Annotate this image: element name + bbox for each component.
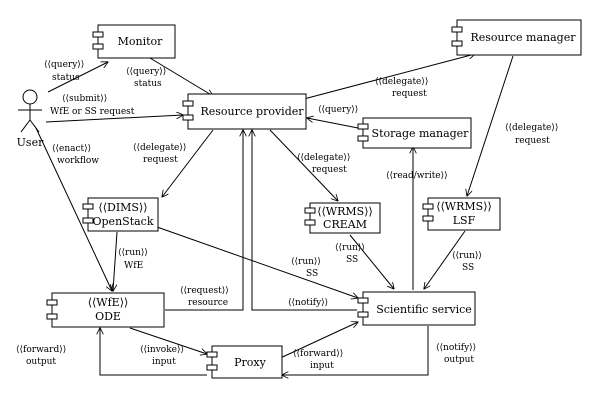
component-openstack: ⟨⟨DIMS⟩⟩ OpenStack — [82, 197, 159, 232]
edge-resource-provider-openstack — [162, 129, 214, 197]
label-openstack-ss-1: ⟨⟨run⟩⟩ — [291, 257, 321, 267]
component-storage-manager-label: Storage manager — [372, 127, 470, 140]
component-cream-stereotype: ⟨⟨WRMS⟩⟩ — [317, 205, 373, 218]
label-sm-rp-1: ⟨⟨query⟩⟩ — [318, 105, 358, 115]
label-user-rp-2: WfE or SS request — [50, 107, 135, 117]
component-monitor-label: Monitor — [118, 35, 164, 48]
label-rm-lsf-2: request — [515, 136, 550, 146]
label-lsf-ss-1: ⟨⟨run⟩⟩ — [452, 251, 482, 261]
edge-monitor-resource-provider — [149, 57, 213, 96]
label-rm-lsf-1: ⟨⟨delegate⟩⟩ — [505, 123, 558, 133]
label-ss-rp-1: ⟨⟨notify⟩⟩ — [288, 298, 328, 308]
edge-openstack-ode — [113, 231, 118, 291]
component-lsf: ⟨⟨WRMS⟩⟩ LSF — [422, 197, 501, 231]
component-resource-provider-label: Resource provider — [200, 105, 304, 118]
edge-scientific-service-proxy — [282, 326, 429, 375]
component-resource-provider: Resource provider — [182, 93, 307, 130]
component-proxy: Proxy — [206, 345, 283, 379]
component-openstack-stereotype: ⟨⟨DIMS⟩⟩ — [98, 201, 147, 214]
component-scientific-service-label: Scientific service — [376, 303, 472, 316]
edge-lsf-scientific-service — [424, 230, 466, 289]
component-ode: ⟨⟨WfE⟩⟩ ODE — [46, 292, 165, 328]
label-user-monitor-2: status — [52, 73, 80, 83]
edge-user-ode — [35, 127, 112, 291]
edge-proxy-scientific-service — [275, 322, 358, 361]
label-ode-proxy-2: input — [152, 357, 176, 367]
component-openstack-label: OpenStack — [93, 215, 154, 228]
component-resource-manager-label: Resource manager — [470, 31, 576, 44]
edge-resource-provider-resource-manager — [299, 54, 475, 101]
label-cream-ss-1: ⟨⟨run⟩⟩ — [335, 243, 365, 253]
label-rp-openstack-2: request — [143, 155, 178, 165]
component-storage-manager: Storage manager — [357, 117, 472, 149]
edge-openstack-scientific-service — [156, 226, 358, 298]
label-lsf-ss-2: SS — [462, 263, 474, 273]
component-monitor: Monitor — [92, 24, 176, 59]
edge-user-resource-provider — [45, 115, 183, 123]
label-ss-proxy-1: ⟨⟨notify⟩⟩ — [436, 343, 476, 353]
label-openstack-ss-2: SS — [306, 269, 318, 279]
component-ode-stereotype: ⟨⟨WfE⟩⟩ — [88, 296, 129, 309]
actor-user: User — [17, 89, 44, 149]
label-rp-cream-2: request — [312, 165, 347, 175]
edge-proxy-ode — [100, 328, 207, 376]
edge-resource-provider-cream — [269, 129, 338, 201]
label-monitor-rp-2: status — [134, 79, 162, 89]
component-proxy-label: Proxy — [234, 356, 266, 369]
label-rp-cream-1: ⟨⟨delegate⟩⟩ — [297, 153, 350, 163]
label-proxy-ss-2: input — [310, 361, 334, 371]
label-rp-rm-2: request — [392, 89, 427, 99]
edge-user-monitor — [47, 62, 108, 93]
label-user-monitor-1: ⟨⟨query⟩⟩ — [44, 60, 84, 70]
component-cream-label: CREAM — [323, 218, 367, 231]
label-cream-ss-2: SS — [346, 255, 358, 265]
label-ode-proxy-1: ⟨⟨invoke⟩⟩ — [140, 345, 184, 355]
edges — [35, 54, 514, 376]
component-scientific-service: Scientific service — [357, 291, 476, 326]
edge-storage-manager-resource-provider — [307, 118, 359, 129]
component-ode-label: ODE — [95, 310, 121, 323]
edge-ode-resource-provider — [165, 130, 243, 311]
edge-resource-manager-lsf — [467, 55, 514, 196]
component-lsf-label: LSF — [453, 214, 476, 227]
label-openstack-ode-1: ⟨⟨run⟩⟩ — [118, 248, 148, 258]
label-rp-rm-1: ⟨⟨delegate⟩⟩ — [375, 77, 428, 87]
label-user-ode-1: ⟨⟨enact⟩⟩ — [52, 144, 91, 154]
label-proxy-ode-1: ⟨⟨forward⟩⟩ — [16, 345, 66, 355]
label-rp-openstack-1: ⟨⟨delegate⟩⟩ — [133, 143, 186, 153]
edge-labels: ⟨⟨query⟩⟩ status ⟨⟨query⟩⟩ status ⟨⟨subm… — [16, 60, 558, 371]
label-ode-rp-1: ⟨⟨request⟩⟩ — [180, 286, 229, 296]
label-ss-sm-1: ⟨⟨read/write⟩⟩ — [386, 171, 448, 181]
edge-scientific-service-resource-provider — [252, 130, 357, 311]
actor-user-label: User — [17, 136, 44, 149]
edge-cream-scientific-service — [349, 234, 394, 289]
component-cream: ⟨⟨WRMS⟩⟩ CREAM — [304, 202, 381, 234]
label-proxy-ode-2: output — [26, 357, 56, 367]
label-user-rp-1: ⟨⟨submit⟩⟩ — [62, 94, 107, 104]
edge-ode-proxy — [129, 327, 207, 354]
label-user-ode-2: workflow — [57, 156, 99, 166]
component-lsf-stereotype: ⟨⟨WRMS⟩⟩ — [436, 200, 492, 213]
label-ss-proxy-2: output — [444, 355, 474, 365]
label-ode-rp-2: resource — [188, 298, 228, 308]
label-openstack-ode-2: WfE — [124, 261, 143, 271]
component-resource-manager: Resource manager — [451, 19, 582, 56]
label-proxy-ss-1: ⟨⟨forward⟩⟩ — [293, 349, 343, 359]
label-monitor-rp-1: ⟨⟨query⟩⟩ — [126, 67, 166, 77]
